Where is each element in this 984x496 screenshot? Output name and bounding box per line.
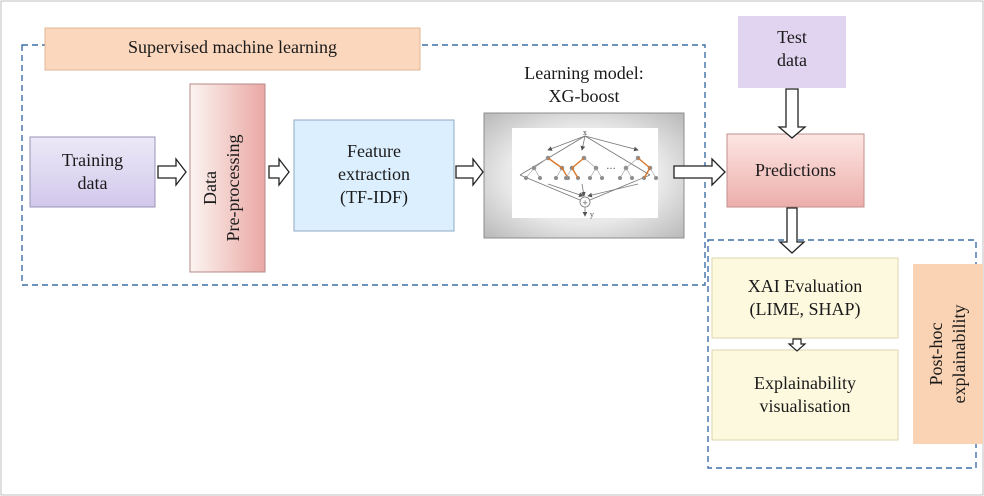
xgboost-x-label: x [583,129,587,137]
arrow-test-to-predictions [777,88,807,139]
predictions-label: Predictions [755,160,836,180]
learning-model-line-1: Learning model: [524,63,644,83]
arrow-preprocessing-to-feature [268,157,290,187]
arrow-xai-to-visualisation [787,338,807,352]
xgboost-plus-label: + [582,199,588,207]
explainability-visualisation-label: Explainability visualisation [712,372,898,418]
xai-evaluation-line-2: (LIME, SHAP) [749,299,861,319]
xgboost-trees [523,155,659,181]
test-data-line-1: Test [777,27,807,47]
test-data-line-2: data [777,50,807,70]
post-hoc-line-2: explainability [949,304,969,404]
preprocessing-label: Data Pre-processing [199,94,245,282]
tree-3 [617,155,659,181]
xgboost-ellipsis: ··· [606,164,616,175]
preprocessing-box [189,83,266,273]
feature-extraction-line-1: Feature [347,141,401,161]
preprocessing-line-2: Pre-processing [223,134,243,242]
preprocessing-line-1: Data [200,171,220,205]
tree-2 [563,155,605,181]
test-data-label: Test data [738,26,846,72]
arrow-model-to-predictions [673,157,726,187]
feature-extraction-label: Feature extraction (TF-IDF) [294,140,454,209]
xai-evaluation-line-1: XAI Evaluation [747,276,863,296]
feature-extraction-box [293,119,455,232]
training-data-line-2: data [77,173,108,193]
arrow-training-to-preprocessing [157,157,187,187]
xai-evaluation-label: XAI Evaluation (LIME, SHAP) [712,275,898,321]
learning-model-caption: Learning model: XG-boost [484,62,684,108]
training-data-label: Training data [30,149,155,195]
explainability-visualisation-line-2: visualisation [759,396,851,416]
xgboost-schematic [519,135,651,217]
training-data-line-1: Training [61,150,124,170]
feature-extraction-line-2: extraction [338,164,410,184]
post-hoc-box [913,264,983,444]
arrow-feature-to-model [455,157,484,187]
xgboost-image-panel [512,128,658,218]
tree-1 [523,155,571,181]
feature-extraction-line-3: (TF-IDF) [340,187,408,207]
post-hoc-label: Post-hoc explainability [925,279,971,429]
predictions-box [726,133,865,208]
explainability-visualisation-box [711,349,899,441]
xai-evaluation-box [711,257,899,339]
training-data-box [29,136,156,208]
supervised-label: Supervised machine learning [128,37,337,57]
xgboost-y-label: y [589,211,594,219]
post-hoc-line-1: Post-hoc [926,322,946,386]
explainability-visualisation-line-1: Explainability [754,373,856,393]
arrow-predictions-to-xai [778,207,806,254]
test-data-box [738,16,846,88]
supervised-label-box [44,27,421,71]
learning-model-line-2: XG-boost [548,86,620,106]
